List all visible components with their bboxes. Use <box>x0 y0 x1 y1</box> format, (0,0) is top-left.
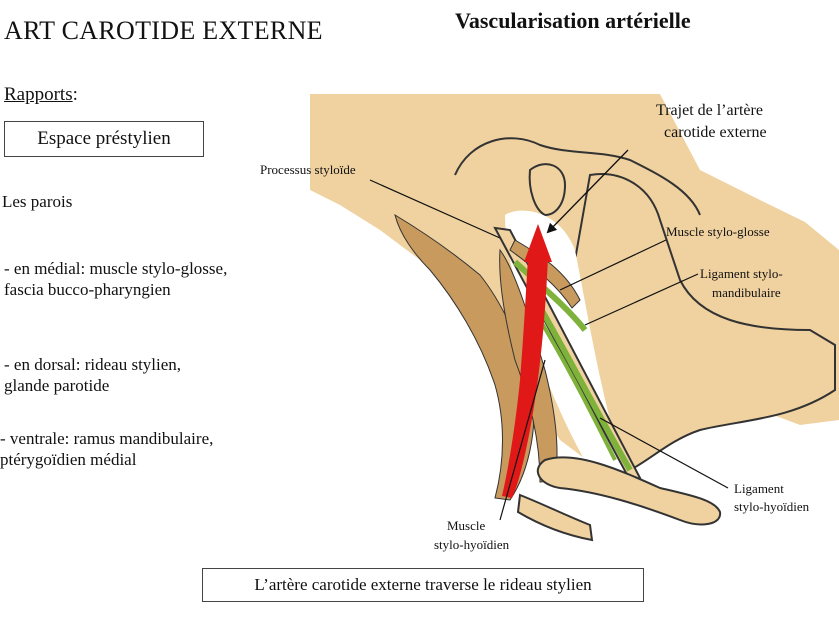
stylo-hyoid-ligament-2 <box>538 318 617 461</box>
section-label: Rapports: <box>4 84 78 106</box>
label-trajet-line2: carotide externe <box>664 124 767 141</box>
leader-processus <box>369 179 501 239</box>
section-label-text: Rapports <box>4 84 73 105</box>
space-box: Espace préstylien <box>4 121 204 157</box>
label-muscle-hyo-line1: Muscle <box>447 518 486 533</box>
wall-ventral-line1: - ventrale: ramus mandibulaire, <box>0 429 214 448</box>
label-stylo-glosse: Muscle stylo-glosse <box>666 224 770 239</box>
label-lig-hyo-line2: stylo-hyoïdien <box>734 499 810 514</box>
artery-tip-arrow <box>524 224 552 262</box>
hyoid-bone <box>536 456 722 526</box>
label-processus: Processus styloïde <box>260 162 356 177</box>
wall-ventral: - ventrale: ramus mandibulaire, ptérygoï… <box>0 428 213 470</box>
leader-stylo-glosse <box>559 239 667 291</box>
temporal-bone-outline <box>454 137 701 216</box>
section-label-colon: : <box>72 84 78 105</box>
diagram-title: Vascularisation artérielle <box>455 8 691 33</box>
walls-heading: Les parois <box>2 192 73 211</box>
wall-dorsal-line1: - en dorsal: rideau stylien, <box>4 355 182 374</box>
stylo-mandibular-ligament <box>512 259 588 332</box>
hyoid-horn <box>516 493 594 542</box>
wall-dorsal-line2: glande parotide <box>4 376 110 395</box>
leader-muscle-hyo <box>499 359 546 521</box>
wall-medial-line1: - en médial: muscle stylo-glosse, <box>4 259 228 278</box>
wall-medial-line2: fascia bucco-pharyngien <box>4 280 171 299</box>
label-lig-hyo-line1: Ligament <box>734 481 784 496</box>
leader-lig-hyo <box>599 417 729 489</box>
label-trajet-line1: Trajet de l’artère <box>656 102 763 119</box>
label-lig-mand-line1: Ligament stylo- <box>700 266 783 281</box>
main-title: ART CAROTIDE EXTERNE <box>4 16 323 45</box>
label-lig-mand-line2: mandibulaire <box>712 285 781 300</box>
caption-box: L’artère carotide externe traverse le ri… <box>202 568 644 602</box>
wall-dorsal: - en dorsal: rideau stylien, glande paro… <box>4 354 181 396</box>
external-carotid-artery <box>502 258 548 498</box>
mastoid-process <box>528 163 567 217</box>
leader-trajet <box>546 149 629 234</box>
wall-medial: - en médial: muscle stylo-glosse, fascia… <box>4 258 227 300</box>
leader-lig-mand <box>584 273 699 326</box>
wall-ventral-line2: ptérygoïdien médial <box>0 450 137 469</box>
label-muscle-hyo-line2: stylo-hyoïdien <box>434 537 510 552</box>
